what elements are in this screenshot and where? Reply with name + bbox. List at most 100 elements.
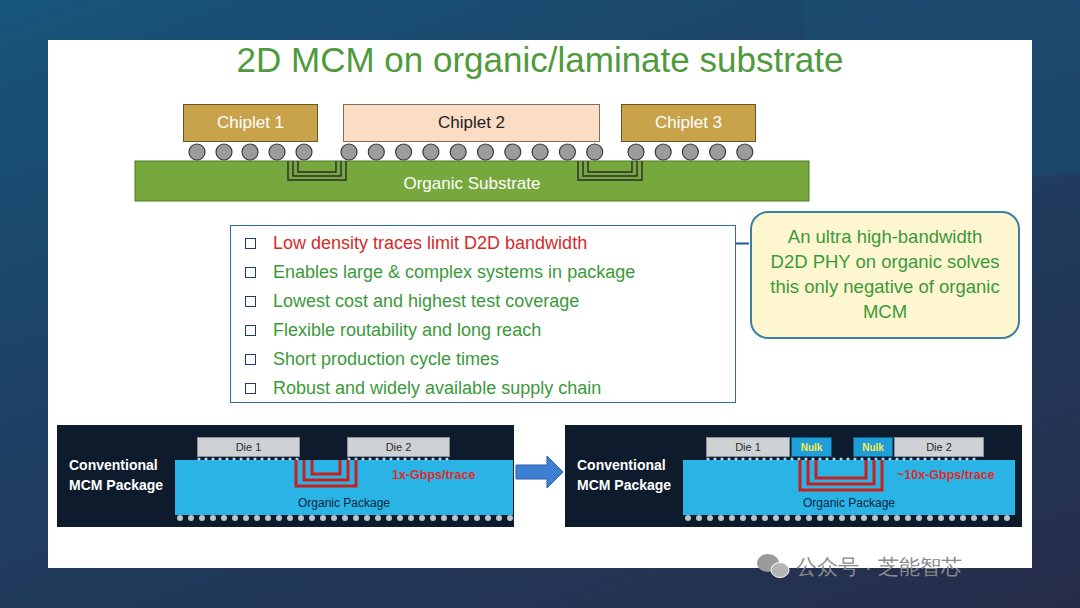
package-fill <box>683 460 1015 515</box>
package-ball <box>397 515 403 521</box>
solder-bump <box>559 144 575 160</box>
solder-bump <box>368 144 384 160</box>
package-ball <box>795 515 801 521</box>
package-ball <box>298 515 304 521</box>
package-ball <box>265 515 271 521</box>
die-bump <box>389 457 392 460</box>
die-bump <box>225 457 228 460</box>
die-bump <box>762 457 765 460</box>
die-bump <box>741 457 744 460</box>
node-text: Die 2 <box>386 441 412 453</box>
die-bump <box>895 457 898 460</box>
die-bump <box>361 457 364 460</box>
package-ball <box>751 515 757 521</box>
die-bump <box>734 457 737 460</box>
package-ball <box>861 515 867 521</box>
chiplet-box: Chiplet 2 <box>343 104 600 142</box>
package-ball <box>309 515 315 521</box>
die-bump <box>909 457 912 460</box>
package-ball <box>452 515 458 521</box>
package-ball <box>1004 515 1010 521</box>
trace <box>588 161 632 172</box>
package-ball <box>430 515 436 521</box>
package-ball <box>386 515 392 521</box>
die-bump <box>417 457 420 460</box>
package-ball <box>232 515 238 521</box>
package-ball <box>199 515 205 521</box>
solder-bump <box>478 144 494 160</box>
node-text: Organic Substrate <box>403 174 540 194</box>
block-arrow <box>516 456 563 488</box>
package-ball <box>740 515 746 521</box>
node-text: Chiplet 2 <box>438 113 505 133</box>
die-bump <box>930 457 933 460</box>
die-bump <box>783 457 786 460</box>
die-bump <box>860 457 863 460</box>
white-panel <box>48 40 1032 568</box>
package-ball <box>971 515 977 521</box>
package-ball <box>850 515 856 521</box>
die-bump <box>839 457 842 460</box>
trace <box>293 161 341 176</box>
substrate-fill <box>135 161 809 201</box>
package-ball <box>254 515 260 521</box>
die-bump <box>260 457 263 460</box>
package-ball <box>474 515 480 521</box>
package-ball <box>364 515 370 521</box>
package-ball <box>276 515 282 521</box>
chiplet-box: Chiplet 3 <box>621 104 756 142</box>
die-bump <box>204 457 207 460</box>
package-ball <box>905 515 911 521</box>
trace <box>816 460 866 478</box>
die-bump <box>396 457 399 460</box>
bullet-item: Low density traces limit D2D bandwidth <box>243 229 587 258</box>
trace <box>800 460 882 490</box>
solder-bump <box>737 144 753 160</box>
trace <box>288 161 346 180</box>
bullet-list-box: Low density traces limit D2D bandwidthEn… <box>230 225 736 403</box>
node-text: Die 1 <box>236 441 262 453</box>
package-ball <box>938 515 944 521</box>
package-ball <box>243 515 249 521</box>
node-text: Organic Package <box>298 496 390 510</box>
die-box: Die 2 <box>894 437 984 457</box>
package-ball <box>806 515 812 521</box>
die-bump <box>972 457 975 460</box>
node-text: Die 1 <box>735 441 761 453</box>
package-ball <box>331 515 337 521</box>
package-ball <box>707 515 713 521</box>
die-bump <box>916 457 919 460</box>
package-ball <box>828 515 834 521</box>
die-bump <box>246 457 249 460</box>
die-bump <box>239 457 242 460</box>
bullet-item: Flexible routability and long reach <box>243 316 541 345</box>
die-bump <box>424 457 427 460</box>
package-ball <box>817 515 823 521</box>
package-ball <box>210 515 216 521</box>
package-ball <box>960 515 966 521</box>
die-bump <box>769 457 772 460</box>
die-bump <box>748 457 751 460</box>
package-ball <box>773 515 779 521</box>
package-ball <box>221 515 227 521</box>
trace <box>304 460 348 480</box>
die-bump <box>727 457 730 460</box>
die-bump <box>846 457 849 460</box>
trace <box>578 161 642 180</box>
die-bump <box>403 457 406 460</box>
package-fill <box>175 460 513 515</box>
die-bump <box>445 457 448 460</box>
chiplet-box: Chiplet 1 <box>183 104 318 142</box>
die-bump <box>811 457 814 460</box>
die-bump <box>431 457 434 460</box>
package-ball <box>729 515 735 521</box>
die-bump <box>281 457 284 460</box>
substrate-band: Organic Substrate <box>135 161 809 201</box>
package-ball <box>685 515 691 521</box>
trace <box>296 460 356 486</box>
solder-bump <box>189 144 205 160</box>
package-ball <box>872 515 878 521</box>
package-ball <box>839 515 845 521</box>
trace <box>312 460 340 474</box>
die-bump <box>867 457 870 460</box>
